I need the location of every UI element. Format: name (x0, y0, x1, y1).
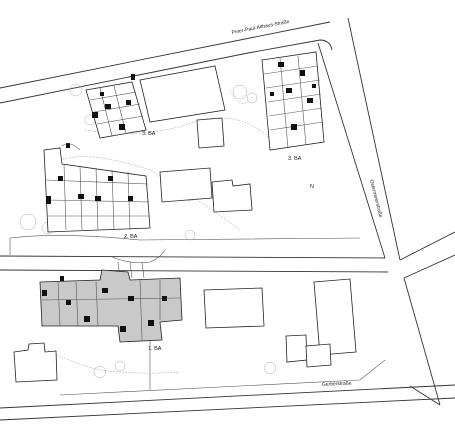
existing-buildings (13, 65, 357, 383)
north-marker: N (310, 184, 314, 190)
building-ba3-west (85, 74, 147, 139)
street-network (0, 17, 455, 421)
street-label-north: Peter-Paul-Althaus-Straße (231, 19, 290, 36)
label-ba1: 1. BA (148, 346, 162, 352)
street-label-south: Gerberstraße (322, 380, 352, 388)
label-ba3-west: 3. BA (142, 131, 156, 137)
label-ba3-east: 3. BA (288, 156, 302, 162)
street-label-east: Ostermeierstraße (368, 179, 383, 218)
building-ba2 (43, 143, 151, 233)
building-ba1 (39, 269, 183, 343)
building-ba3-east (261, 51, 325, 151)
label-ba2: 2. BA (124, 234, 138, 240)
